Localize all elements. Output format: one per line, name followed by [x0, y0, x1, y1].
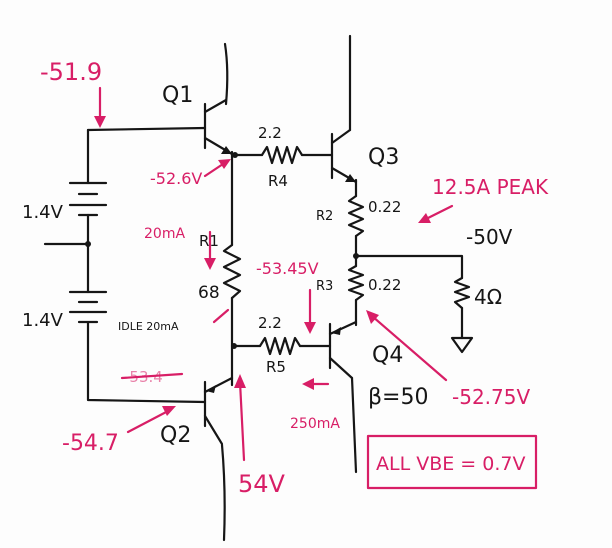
resistor-r4 [260, 145, 304, 165]
load-label: 4Ω [474, 285, 502, 309]
resistor-r2 [347, 194, 365, 238]
battery-bottom-label: 1.4V [22, 310, 64, 331]
v-q1-base: -51.9 [40, 58, 102, 86]
beta-label: β=50 [368, 385, 428, 410]
battery-top [68, 181, 108, 217]
q2-label: Q2 [160, 423, 191, 448]
q4-label: Q4 [372, 343, 403, 368]
r3-label: R3 [316, 279, 333, 294]
v-q1-emitter: -52.6V [150, 169, 202, 188]
resistor-r5 [258, 336, 302, 356]
battery-top-label: 1.4V [22, 202, 64, 223]
q3-label: Q3 [368, 145, 399, 170]
vbe-note-box [366, 434, 538, 490]
transistor-q4 [328, 320, 358, 380]
r1-label: R1 [199, 232, 219, 250]
i-peak: 12.5A PEAK [432, 175, 549, 199]
vbe-note: ALL VBE = 0.7V [376, 453, 525, 475]
transistor-q1 [203, 98, 234, 156]
v-q2-base: -54.7 [62, 431, 119, 456]
r1-value: 68 [198, 283, 220, 303]
junction-dots [85, 152, 359, 349]
v-q4-base: -53.45V [256, 259, 319, 278]
r4-value: 2.2 [258, 124, 282, 142]
ground-symbol [450, 336, 474, 354]
resistor-load [453, 276, 471, 310]
resistor-r3 [347, 264, 365, 302]
transistor-q3 [330, 128, 358, 184]
i-idle: IDLE 20mA [118, 320, 179, 333]
r2-label: R2 [316, 209, 333, 224]
v-q4-emitter: -52.75V [452, 385, 530, 409]
annotation-arrows [94, 86, 454, 462]
resistor-r1 [222, 243, 242, 300]
i-r1: 20mA [144, 226, 185, 242]
r5-label: R5 [266, 358, 286, 376]
battery-bottom [68, 290, 108, 324]
supply-neg-label: -50V [466, 225, 513, 249]
transistor-q2 [203, 376, 234, 446]
r2-value: 0.22 [368, 198, 401, 216]
r4-label: R4 [268, 172, 288, 190]
v-q2-node: -53.4 [124, 368, 163, 386]
v-supply: 54V [238, 470, 286, 498]
r5-value: 2.2 [258, 314, 282, 332]
r3-value: 0.22 [368, 276, 401, 294]
q1-label: Q1 [162, 83, 193, 108]
i-r5: 250mA [290, 416, 340, 432]
